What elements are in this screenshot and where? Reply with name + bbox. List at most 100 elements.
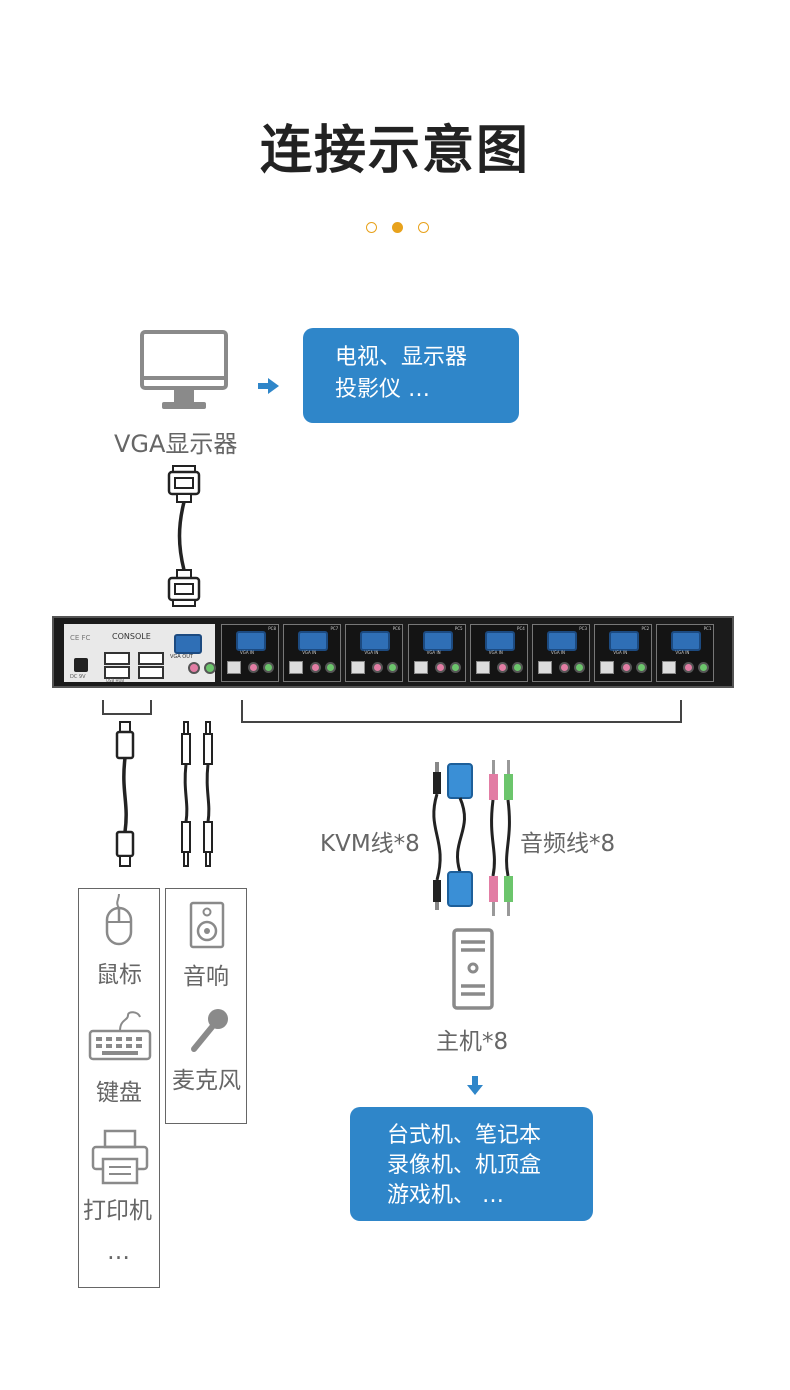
audio-jack-pink xyxy=(310,662,322,673)
audio-jack-green xyxy=(387,662,399,673)
audio-cable-icon xyxy=(489,760,513,916)
audio-jack-pink xyxy=(683,662,695,673)
monitor-label: VGA显示器 xyxy=(114,430,238,458)
speaker-icon xyxy=(189,901,225,949)
printer-label: 打印机 xyxy=(83,1198,152,1224)
usb-b-port xyxy=(289,661,304,674)
vga-in-label: VGA IN xyxy=(551,650,566,655)
port-id-label: PC6 xyxy=(392,626,401,631)
host-box-line: 游戏机、 … xyxy=(387,1183,504,1208)
audio-jack-pink xyxy=(496,662,508,673)
display-box-line: 投影仪 … xyxy=(335,377,430,402)
usb-b-port xyxy=(475,661,490,674)
vga-in-label: VGA IN xyxy=(613,650,628,655)
audio-jack-pink xyxy=(372,662,384,673)
dc-jack xyxy=(74,658,88,672)
usb-cable-icon xyxy=(115,721,135,867)
console-bracket xyxy=(102,700,152,715)
audio-jack-green xyxy=(263,662,274,673)
page-title: 连接示意图 xyxy=(259,121,530,181)
keyboard-icon xyxy=(88,1011,152,1061)
pager-dot[interactable] xyxy=(366,222,377,233)
usb-port xyxy=(138,666,164,679)
port-id-label: PC2 xyxy=(641,626,650,631)
vga-in-label: VGA IN xyxy=(426,650,441,655)
mouse-icon xyxy=(105,893,133,946)
kvm-cable-icon xyxy=(432,762,473,910)
pager-dots xyxy=(366,222,429,234)
usb-port xyxy=(138,652,164,665)
audio-jack-pink xyxy=(188,662,200,674)
vga-in-port xyxy=(360,631,391,651)
vga-out-label: VGA OUT xyxy=(170,654,193,660)
port-id-label: PC7 xyxy=(330,626,339,631)
vga-in-label: VGA IN xyxy=(488,650,503,655)
kvm-cable-label: KVM线*8 xyxy=(320,831,420,857)
usb-port xyxy=(104,666,130,679)
usb-b-port xyxy=(600,661,615,674)
port-id-label: PC8 xyxy=(268,626,276,631)
pager-dot[interactable] xyxy=(418,222,429,233)
port-id-label: PC3 xyxy=(579,626,587,631)
usb-b-port xyxy=(538,661,552,674)
usb-b-port xyxy=(351,661,366,674)
vga-in-port xyxy=(547,631,577,651)
audio-jack-pink xyxy=(434,662,446,673)
audio-jack-green xyxy=(449,662,461,673)
port-id-label: PC4 xyxy=(517,626,525,631)
more-label: … xyxy=(107,1239,130,1265)
audio-cable-pair-icon xyxy=(181,721,213,867)
printer-icon xyxy=(91,1129,149,1185)
port-id-label: PC5 xyxy=(454,626,463,631)
vga-in-port xyxy=(609,631,640,651)
microphone-icon xyxy=(191,1009,228,1052)
audio-peripherals-panel: 音响 麦克风 xyxy=(165,888,247,1124)
audio-jack-green xyxy=(574,662,585,673)
vga-in-label: VGA IN xyxy=(675,650,690,655)
microphone-label: 麦克风 xyxy=(172,1068,241,1094)
usb-peripherals-panel: 鼠标 键盘 打印机 … xyxy=(78,888,160,1288)
speaker-label: 音响 xyxy=(183,964,229,990)
pager-dot-active[interactable] xyxy=(392,222,403,233)
usb-hub-label: USB HUB xyxy=(106,678,125,683)
monitor-icon xyxy=(140,330,228,409)
arrow-right-icon xyxy=(258,378,279,394)
pc-ports-bracket xyxy=(241,700,682,723)
vga-in-port xyxy=(236,631,266,651)
audio-jack-pink xyxy=(621,662,633,673)
audio-jack-green xyxy=(325,662,337,673)
audio-jack-green xyxy=(511,662,523,673)
vga-in-port xyxy=(671,631,702,651)
usb-b-port xyxy=(662,661,677,674)
audio-cable-label: 音频线*8 xyxy=(520,831,616,857)
ce-mark: CE FC xyxy=(70,634,91,642)
audio-jack-pink xyxy=(559,662,570,673)
vga-in-label: VGA IN xyxy=(240,650,255,655)
vga-in-label: VGA IN xyxy=(302,650,317,655)
audio-jack-pink xyxy=(248,662,259,673)
mouse-label: 鼠标 xyxy=(96,962,142,988)
vga-in-port xyxy=(298,631,329,651)
vga-in-label: VGA IN xyxy=(364,650,379,655)
vga-cable-icon xyxy=(167,465,201,607)
host-box-line: 台式机、笔记本 xyxy=(387,1123,542,1148)
audio-jack-green xyxy=(636,662,648,673)
host-box-line: 录像机、机顶盒 xyxy=(387,1153,542,1178)
dc-label: DC 9V xyxy=(70,674,86,680)
host-label: 主机*8 xyxy=(436,1029,509,1055)
console-label: CONSOLE xyxy=(112,632,151,641)
console-panel: CE FC CONSOLE DC 9V USB HUB VGA OUT xyxy=(64,624,216,683)
vga-out-port xyxy=(174,634,202,654)
display-box-line: 电视、显示器 xyxy=(335,345,468,370)
vga-in-port xyxy=(422,631,453,651)
usb-b-port xyxy=(227,661,241,674)
audio-jack-green xyxy=(204,662,216,674)
vga-in-port xyxy=(484,631,515,651)
